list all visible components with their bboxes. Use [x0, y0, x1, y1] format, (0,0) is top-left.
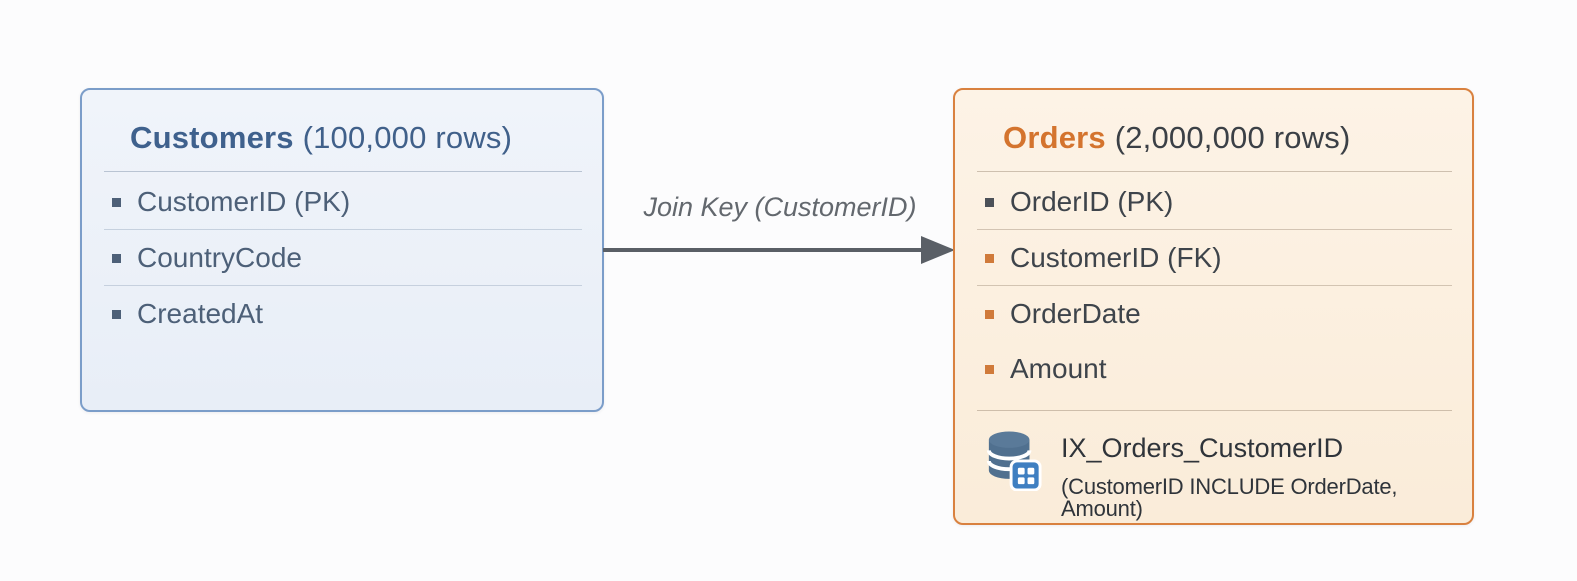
field-bullet-icon — [985, 197, 994, 207]
field-orderdate: OrderDate — [977, 286, 1452, 341]
join-arrow — [603, 236, 955, 264]
field-label: OrderDate — [1010, 298, 1141, 329]
field-bullet-icon — [985, 364, 994, 374]
field-amount: Amount — [977, 341, 1452, 396]
customers-table-name: Customers — [130, 120, 294, 155]
database-index-icon — [986, 431, 1042, 491]
index-definition: (CustomerID INCLUDE OrderDate, Amount) — [1061, 474, 1398, 521]
field-bullet-icon — [985, 309, 994, 319]
index-section: IX_Orders_CustomerID (CustomerID INCLUDE… — [977, 410, 1452, 520]
field-bullet-icon — [112, 197, 121, 207]
customers-field-list: CustomerID (PK) CountryCode CreatedAt — [104, 174, 582, 341]
orders-field-list: OrderID (PK) CustomerID (FK) OrderDate A… — [977, 174, 1452, 396]
field-createdat: CreatedAt — [104, 286, 582, 341]
customers-title-divider — [104, 171, 582, 172]
customers-row-count: (100,000 rows) — [302, 120, 513, 155]
field-orderid-pk: OrderID (PK) — [977, 174, 1452, 230]
customers-table-card: Customers (100,000 rows) CustomerID (PK)… — [80, 88, 604, 412]
field-label: CustomerID (FK) — [1010, 242, 1222, 273]
field-label: Amount — [1010, 353, 1107, 384]
orders-table-card: Orders (2,000,000 rows) OrderID (PK) Cus… — [953, 88, 1474, 525]
customers-table-title: Customers (100,000 rows) — [130, 120, 578, 156]
field-customerid-pk: CustomerID (PK) — [104, 174, 582, 230]
field-countrycode: CountryCode — [104, 230, 582, 286]
orders-title-divider — [977, 171, 1452, 172]
index-details: IX_Orders_CustomerID (CustomerID INCLUDE… — [1061, 429, 1452, 520]
field-bullet-icon — [112, 253, 121, 263]
orders-table-title: Orders (2,000,000 rows) — [1003, 120, 1448, 156]
field-bullet-icon — [112, 309, 121, 319]
index-name: IX_Orders_CustomerID — [1061, 433, 1344, 463]
field-label: OrderID (PK) — [1010, 186, 1174, 217]
orders-row-count: (2,000,000 rows) — [1114, 120, 1351, 155]
field-label: CreatedAt — [137, 298, 264, 329]
field-customerid-fk: CustomerID (FK) — [977, 230, 1452, 286]
field-bullet-icon — [985, 253, 994, 263]
field-label: CustomerID (PK) — [137, 186, 351, 217]
join-key-label: Join Key (CustomerID) — [643, 192, 917, 222]
orders-table-name: Orders — [1003, 120, 1106, 155]
field-label: CountryCode — [137, 242, 302, 273]
